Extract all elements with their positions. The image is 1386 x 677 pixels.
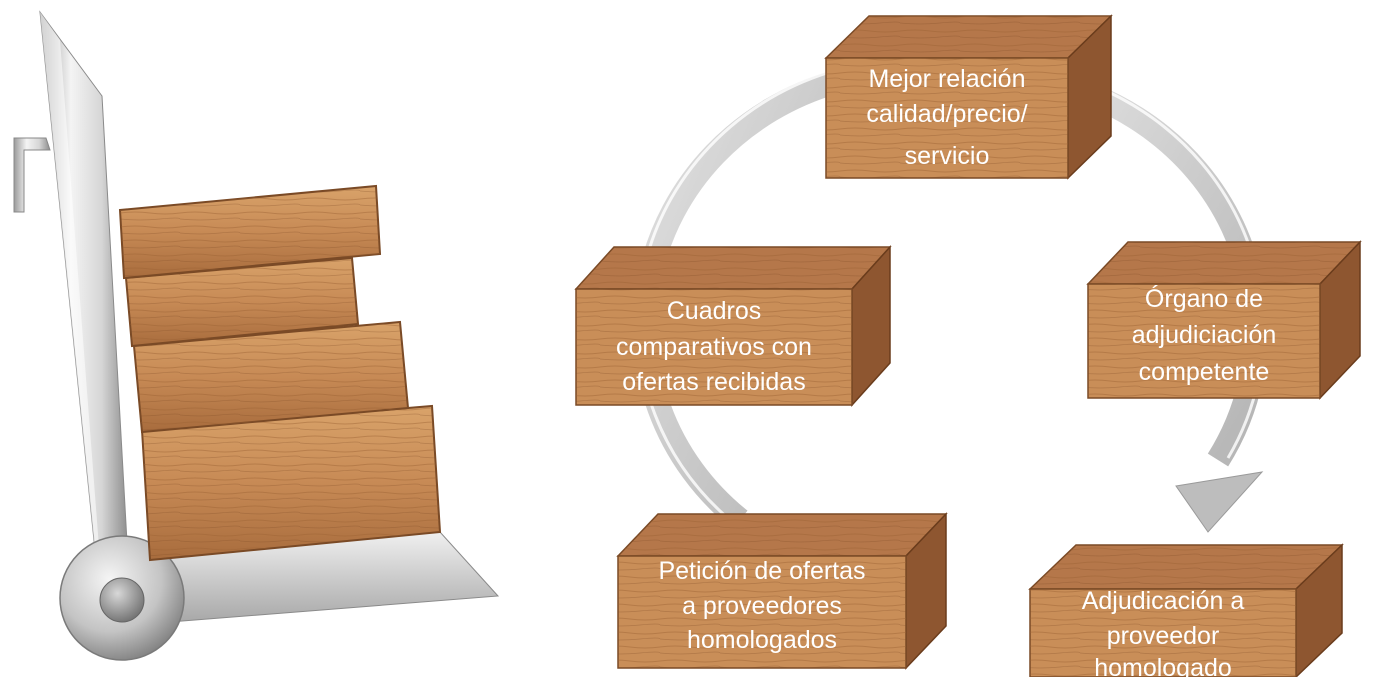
step-label-award-line-2: proveedor (1107, 622, 1220, 650)
step-label-award-line-3: homologado (1094, 654, 1232, 677)
step-label-compare-line-3: ofertas recibidas (622, 368, 805, 396)
step-label-request-line-1: Petición de ofertas (658, 557, 865, 585)
process-steps: Mejor relación calidad/precio/servicioÓrg… (574, 14, 1362, 677)
step-label-organ-line-1: Órgano de (1145, 284, 1263, 313)
hand-truck-illustration (13, 10, 500, 661)
step-label-compare-line-1: Cuadros (667, 297, 762, 325)
step-label-organ-line-2: adjudiciación (1132, 321, 1277, 349)
step-label-request-line-2: a proveedores (682, 592, 842, 620)
wood-planks (118, 184, 442, 562)
cycle-arrowhead (1175, 471, 1264, 533)
step-label-organ-line-3: competente (1139, 358, 1270, 386)
wood-box-compare: Cuadros comparativos con ofertas recibidas (574, 245, 892, 407)
wood-box-quality: Mejor relación calidad/precio/servicio (824, 14, 1113, 180)
wood-box-award: Adjudicación a proveedor homologado (1028, 543, 1344, 677)
step-label-quality-line-3: servicio (905, 142, 990, 170)
step-label-quality-line-2: calidad/precio/ (866, 100, 1027, 128)
step-label-request-line-3: homologados (687, 626, 837, 654)
wood-box-request: Petición de ofertas a proveedores homologa… (616, 512, 948, 670)
step-label-quality-line-1: Mejor relación (868, 65, 1025, 93)
step-label-compare-line-2: comparativos con (616, 333, 812, 361)
wood-box-organ: Órgano de adjudiciación competente (1086, 240, 1362, 400)
step-label-award-line-1: Adjudicación a (1082, 587, 1245, 615)
hand-truck-handle (13, 137, 51, 213)
